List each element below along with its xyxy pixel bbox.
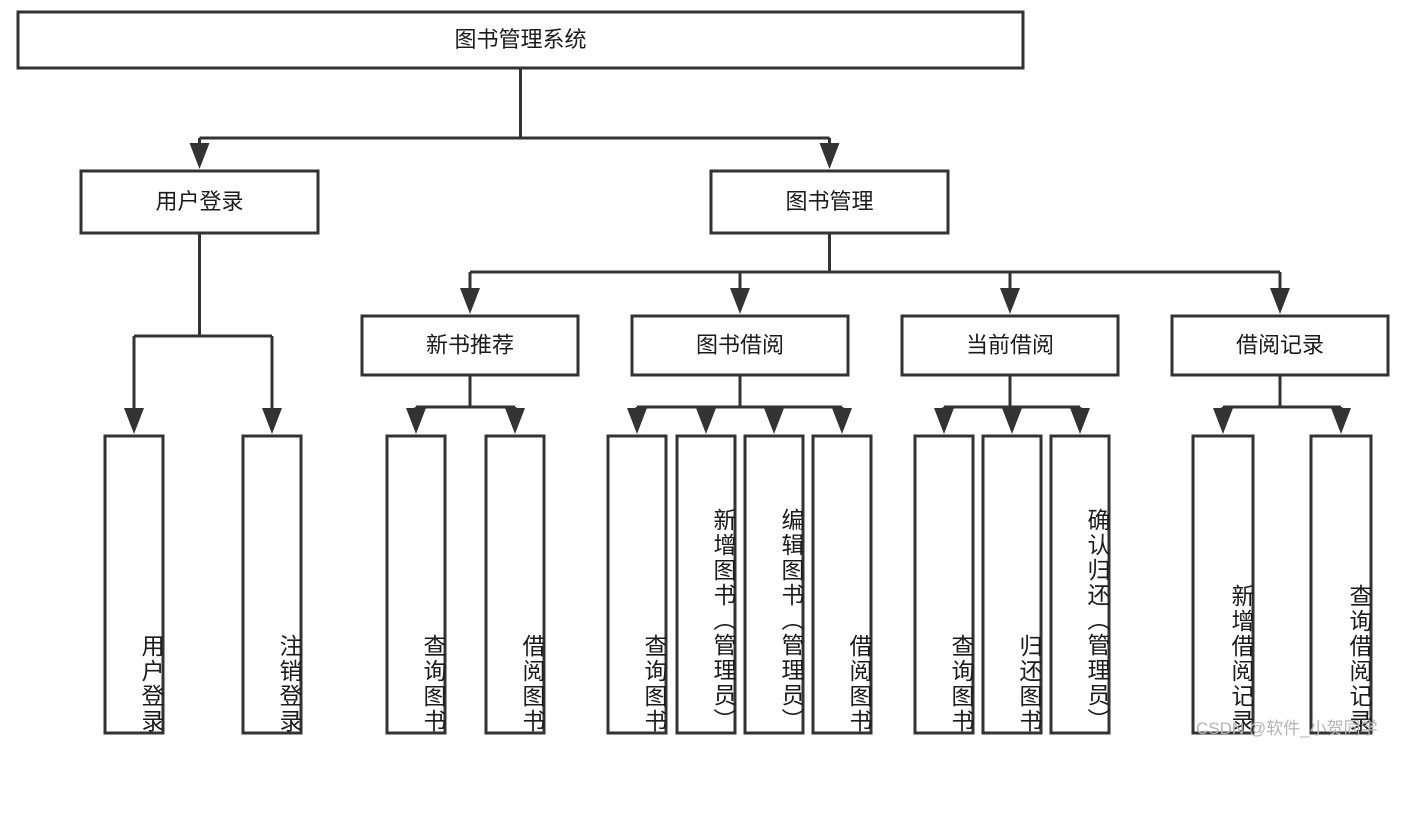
node-box-l-return-book[interactable]	[981, 434, 1043, 735]
node-label-n-borrow-record: 借阅记录	[1236, 332, 1324, 357]
arrow-head-icon	[1070, 408, 1090, 434]
node-box-l-confirm-return[interactable]	[1049, 434, 1111, 735]
node-box-l-query-book-3[interactable]	[913, 434, 975, 735]
edges-layer	[124, 68, 1351, 434]
node-box-l-add-book[interactable]	[675, 434, 737, 735]
arrow-head-icon	[1000, 288, 1020, 314]
node-box-l-borrow-book-1[interactable]	[484, 434, 546, 735]
node-label-n-book-borrow: 图书借阅	[696, 332, 784, 357]
node-label-root: 图书管理系统	[454, 27, 586, 52]
node-box-l-query-book-1[interactable]	[385, 434, 447, 735]
arrow-head-icon	[189, 143, 210, 169]
watermark-text: CSDN @软件_小贺同学	[1196, 719, 1378, 738]
node-box-n-book-borrow[interactable]	[630, 314, 850, 377]
arrow-head-icon	[627, 408, 647, 434]
node-label-n-current-borrow: 当前借阅	[966, 332, 1054, 357]
arrow-head-icon	[934, 408, 954, 434]
node-box-n-new-book-rec[interactable]	[360, 314, 580, 377]
arrow-head-icon	[832, 408, 852, 434]
arrow-head-icon	[1270, 288, 1290, 314]
node-box-l-logout[interactable]	[241, 434, 303, 735]
arrow-head-icon	[764, 408, 784, 434]
functional-structure-diagram: 图书管理系统用户登录图书管理新书推荐图书借阅当前借阅借阅记录 用户登录注销登录查…	[16, 10, 1390, 738]
arrow-head-icon	[1002, 408, 1022, 434]
node-box-l-add-record[interactable]	[1191, 434, 1255, 735]
node-box-l-query-record[interactable]	[1309, 434, 1373, 735]
arrow-head-icon	[124, 408, 144, 434]
arrow-head-icon	[1331, 408, 1351, 434]
arrow-head-icon	[505, 408, 525, 434]
node-box-n-current-borrow[interactable]	[900, 314, 1120, 377]
node-box-l-query-book-2[interactable]	[606, 434, 668, 735]
node-box-l-edit-book[interactable]	[743, 434, 805, 735]
node-label-n-book-manage: 图书管理	[785, 189, 873, 214]
node-box-root[interactable]	[16, 10, 1025, 70]
node-label-n-user-login: 用户登录	[155, 189, 243, 214]
node-box-l-borrow-book-2[interactable]	[811, 434, 873, 735]
node-box-n-book-manage[interactable]	[709, 169, 950, 235]
arrow-head-icon	[262, 408, 282, 434]
boxes-layer	[16, 10, 1390, 735]
node-box-n-user-login[interactable]	[79, 169, 320, 235]
arrow-head-icon	[406, 408, 426, 434]
arrow-head-icon	[819, 143, 840, 169]
node-box-l-user-login[interactable]	[103, 434, 165, 735]
arrow-head-icon	[696, 408, 716, 434]
arrow-head-icon	[730, 288, 750, 314]
arrow-head-icon	[460, 288, 480, 314]
arrow-head-icon	[1213, 408, 1233, 434]
node-label-n-new-book-rec: 新书推荐	[426, 332, 514, 357]
node-box-n-borrow-record[interactable]	[1170, 314, 1390, 377]
